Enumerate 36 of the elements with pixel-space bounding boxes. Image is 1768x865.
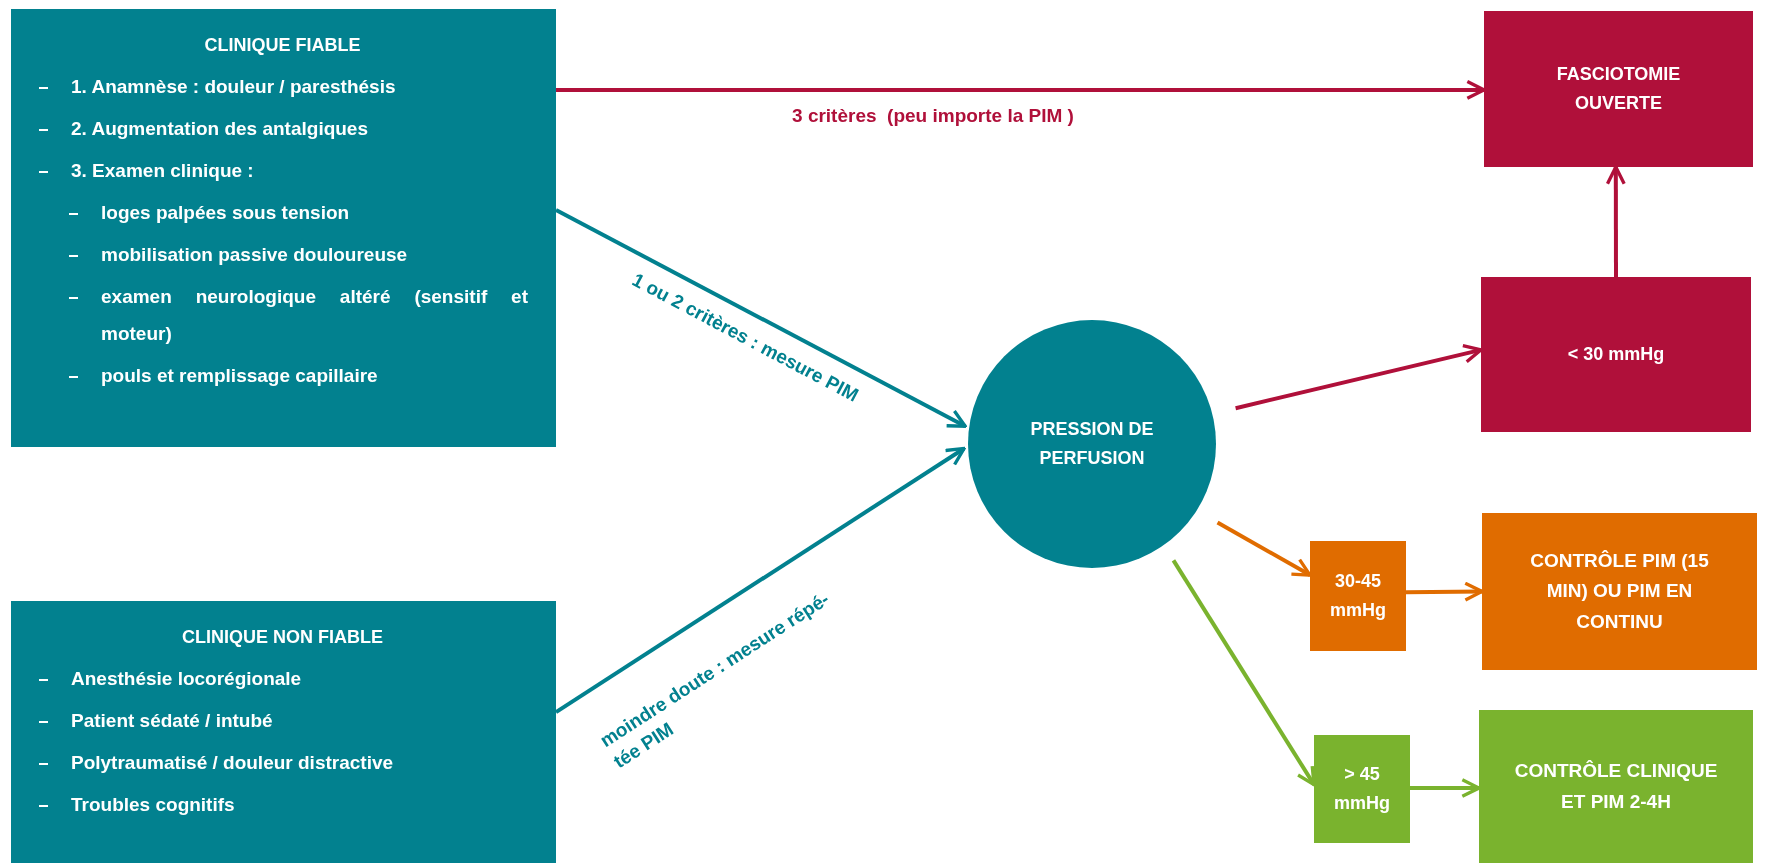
list-item: pouls et remplissage capillaire [37,357,528,394]
list-item: Troubles cognitifs [37,787,528,824]
arrow [555,208,967,428]
list-item: 1. Anamnèse : douleur / paresthésis [37,69,528,106]
node-label: < 30 mmHg [1567,343,1665,367]
arrow [556,79,1486,100]
list-item: examen neurologique altéré (sensitif et moteur) [37,279,528,352]
result-box [1484,11,1753,167]
result-box [1481,277,1751,432]
box-heading: CLINIQUE NON FIABLE [181,627,384,648]
box-heading: CLINIQUE FIABLE [203,35,362,56]
list-item: 3. Examen clinique : [37,153,528,190]
criteria-box [11,9,556,447]
result-box [1479,710,1753,863]
list-item: Anesthésie locorégionale [37,661,528,698]
arrow [1410,778,1481,798]
arrow [1406,581,1484,602]
list-item: Polytraumatisé / douleur distractive [37,745,528,782]
arrow [1216,520,1312,577]
node-label: FASCIOTOMIE OUVERTE [1555,63,1682,115]
list-item: 2. Augmentation des antalgiques [37,111,528,148]
node-label: CONTRÔLE PIM (15 MIN) OU PIM EN CONTINU [1529,548,1710,634]
result-box [1314,735,1410,843]
list-item: Patient sédaté / intubé [37,703,528,740]
result-box [1310,541,1406,651]
arrow [1605,165,1626,277]
list-item: mobilisation passive douloureuse [37,237,528,274]
result-box [1482,513,1757,670]
node-label: PRESSION DE PERFUSION [1029,418,1155,470]
node-label: > 45 mmHg [1333,763,1391,815]
list-item: loges palpées sous tension [37,195,528,232]
arrow [1171,559,1316,787]
criteria-box [11,601,556,863]
node-label: 30-45 mmHg [1329,570,1387,622]
arrow [1235,343,1483,411]
node-label: CONTRÔLE CLINIQUE ET PIM 2-4H [1513,759,1719,814]
